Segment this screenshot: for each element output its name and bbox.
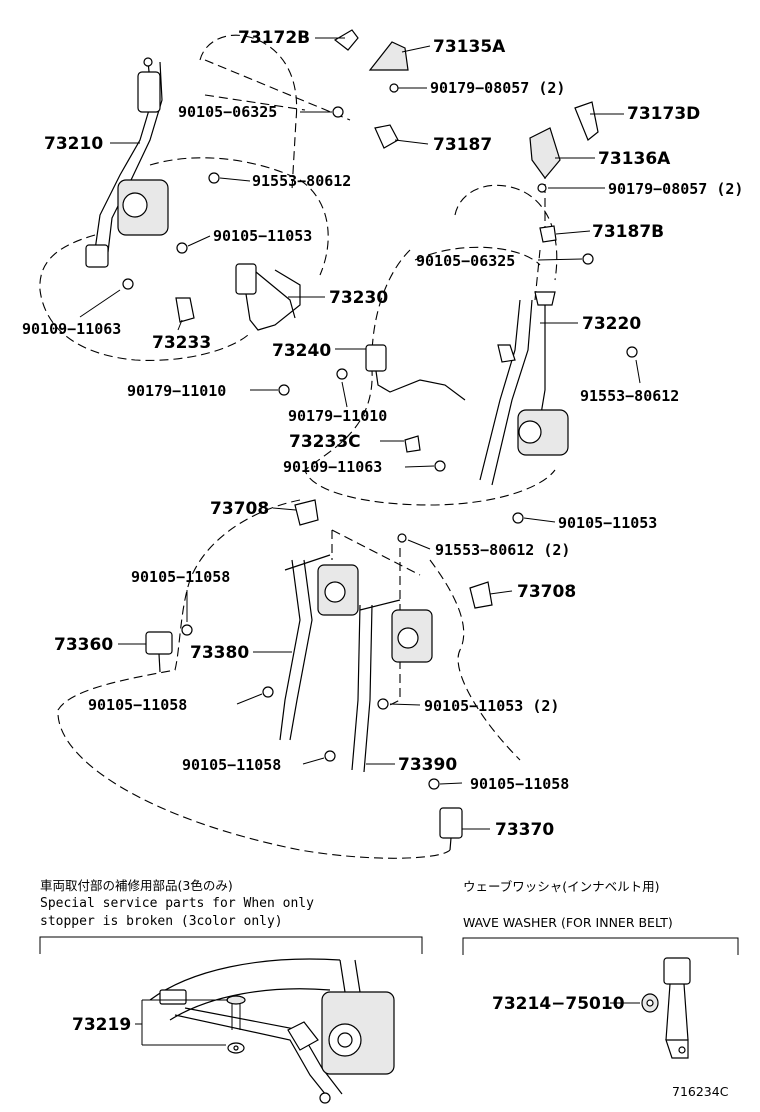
note-right-jp: ウェーブワッシャ(インナベルト用) [463,879,660,894]
front-left-belt-retractor [85,57,169,268]
label-90105-11058-a: 90105−11058 [131,568,230,586]
label-90179-11010-b: 90179−11010 [288,407,387,425]
label-73187: 73187 [433,135,492,155]
label-73233: 73233 [152,333,211,353]
label-90105-11053-b: 90105−11053 [558,514,657,532]
label-90105-11058-c: 90105−11058 [182,756,281,774]
label-73708-b: 73708 [517,582,576,602]
label-90109-11063-a: 90109−11063 [22,320,121,338]
note-right-en: WAVE WASHER (FOR INNER BELT) [463,915,673,930]
label-73187B: 73187B [592,222,664,242]
label-90109-11063-b: 90109−11063 [283,458,382,476]
note-left-en-1: Special service parts for When only [40,896,314,911]
label-73135A: 73135A [433,37,506,57]
label-73220: 73220 [582,314,641,334]
label-73172B: 73172B [238,28,310,48]
rear-buckles [145,631,463,851]
label-73390: 73390 [398,755,457,775]
label-91553-80612-b: 91553−80612 [580,387,679,405]
label-90105-11053-a: 90105−11053 [213,227,312,245]
label-73380: 73380 [190,643,249,663]
label-90179-11010-a: 90179−11010 [127,382,226,400]
label-73233C: 73233C [289,432,361,452]
bolts [122,83,638,790]
label-73210: 73210 [44,134,103,154]
label-90179-08057-a: 90179−08057 (2) [430,79,565,97]
label-90179-08057-b: 90179−08057 (2) [608,180,743,198]
seat-outlines [39,34,558,859]
label-73360: 73360 [54,635,113,655]
leader-lines [79,37,641,1004]
label-73370: 73370 [495,820,554,840]
figure-id: 716234C [672,1084,729,1099]
label-73708-a: 73708 [210,499,269,519]
label-90105-06325-a: 90105−06325 [178,103,277,121]
label-91553-80612-a: 91553−80612 [252,172,351,190]
rear-belts [279,554,433,773]
front-right-belt-retractor [479,291,569,486]
label-90105-06325-b: 90105−06325 [416,252,515,270]
label-73230: 73230 [329,288,388,308]
note-left-en-2: stopper is broken (3color only) [40,914,283,929]
label-90105-11058-d: 90105−11058 [470,775,569,793]
note-left-jp: 車両取付部の補修用部品(3色のみ) [40,878,233,893]
label-90105-11058-b: 90105−11058 [88,696,187,714]
label-73240: 73240 [272,341,331,361]
label-91553-80612-c: 91553−80612 (2) [435,541,570,559]
label-73219: 73219 [72,1015,131,1035]
label-90105-11053-c: 90105−11053 (2) [424,697,559,715]
label-73173D: 73173D [627,104,700,124]
anchors-and-covers [175,29,599,609]
inset-wave-washer: ウェーブワッシャ(インナベルト用) WAVE WASHER (FOR INNER… [462,879,739,1059]
label-73136A: 73136A [598,149,671,169]
front-buckle-left [235,263,301,331]
label-73214-75010: 73214−75010 [492,994,625,1014]
front-buckle-right [365,344,466,401]
part-labels: 73172B 73135A 90179−08057 (2) 90105−0632… [22,28,743,840]
inset-service-parts: 車両取付部の補修用部品(3色のみ) Special service parts … [39,878,423,1104]
